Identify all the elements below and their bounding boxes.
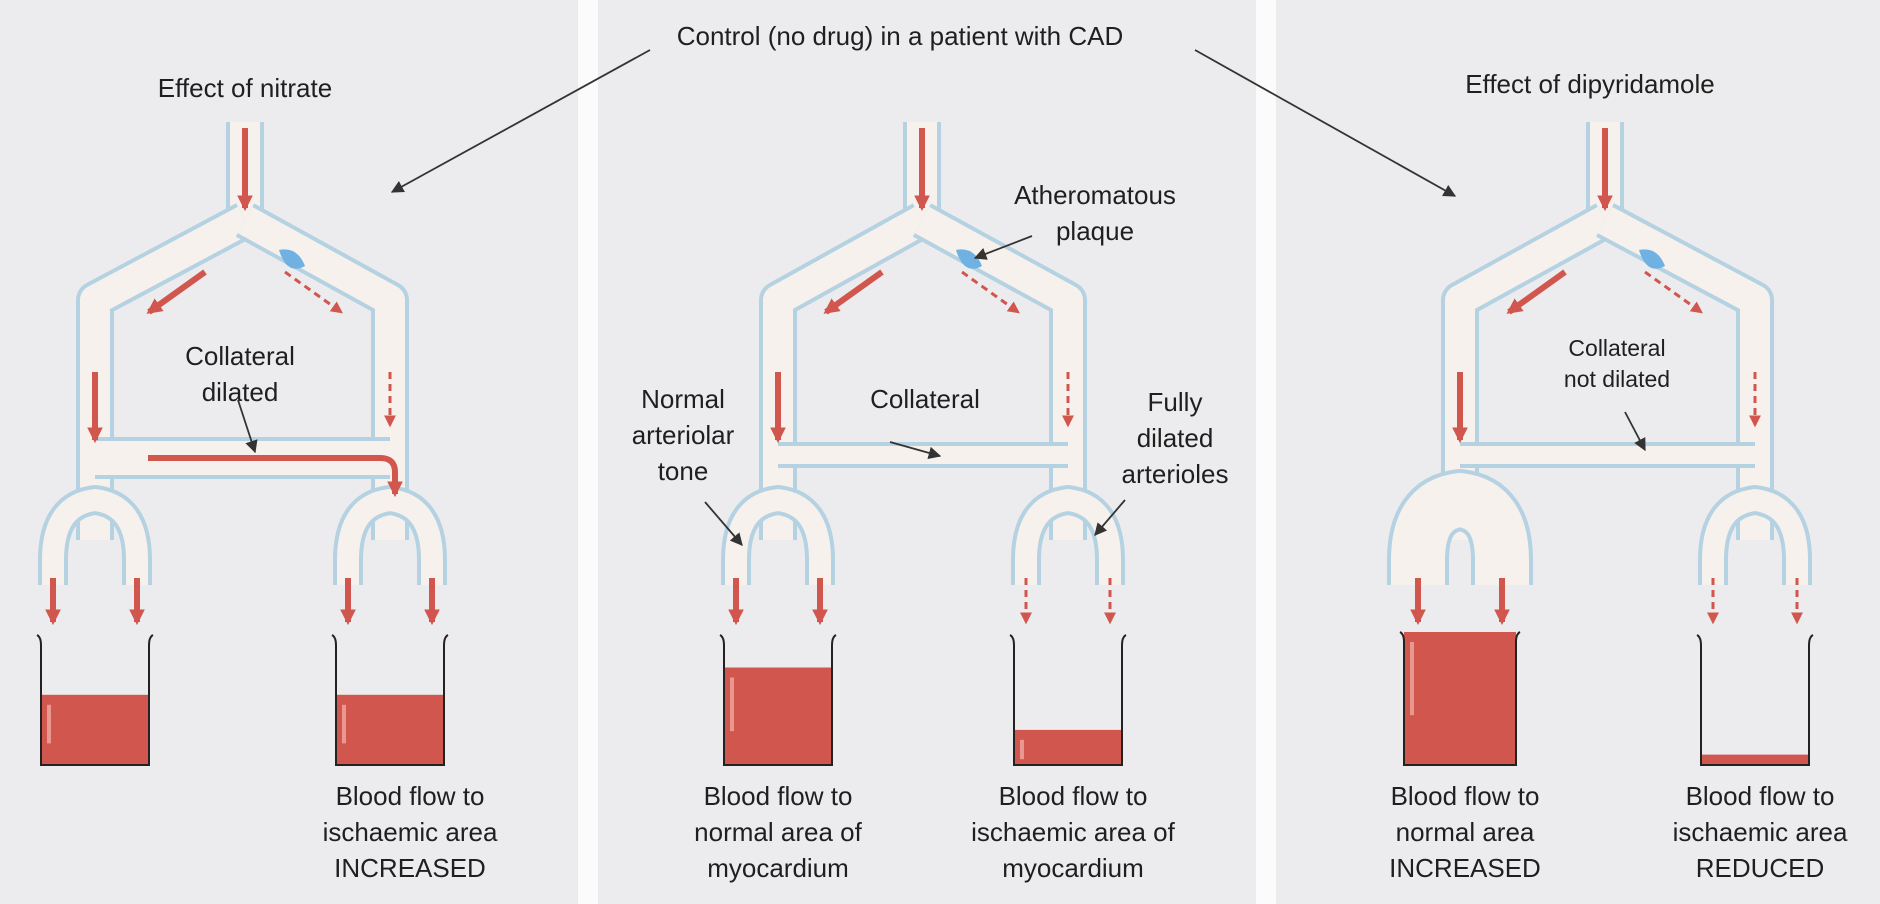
collateral-not-dilated-pointer xyxy=(1624,411,1646,452)
nitrate-left-beaker-highlight xyxy=(47,704,51,744)
heading-dipyridamole: Effect of dipyridamole xyxy=(1465,69,1715,99)
title-arrow-left xyxy=(390,49,651,193)
nitrate-right-fork-lumen xyxy=(337,489,443,585)
control-left-beaker-glass xyxy=(719,634,837,766)
normal-tone-pointer xyxy=(704,501,743,546)
control-plaque xyxy=(956,249,982,269)
dipyridamole-right-fork-lumen xyxy=(1702,489,1808,585)
collateral-label: Collateral xyxy=(870,384,980,414)
nitrate-left-beaker-fluid xyxy=(41,694,149,765)
caption-dipyridamole-ischaemic: Blood flow to ischaemic area REDUCED xyxy=(1672,781,1848,883)
nitrate-right-beaker-glass xyxy=(331,634,449,766)
caption-control-ischaemic: Blood flow to ischaemic area of myocardi… xyxy=(971,781,1175,883)
control-right-beaker-highlight xyxy=(1020,739,1024,760)
main-title: Control (no drug) in a patient with CAD xyxy=(676,21,1124,51)
dipyridamole-left-beaker-glass xyxy=(1399,631,1521,766)
normal-tone-label: Normal arteriolar tone xyxy=(631,384,735,486)
dilated-arterioles-label: Fully dilated arterioles xyxy=(1121,387,1229,489)
dipyridamole-left-beaker-fluid xyxy=(1404,632,1516,765)
caption-control-normal: Blood flow to normal area of myocardium xyxy=(694,781,862,883)
caption-nitrate-ischaemic: Blood flow to ischaemic area INCREASED xyxy=(322,781,498,883)
nitrate-left-beaker-glass xyxy=(36,634,154,766)
nitrate-plaque xyxy=(279,249,305,269)
control-right-beaker-glass xyxy=(1009,634,1127,766)
nitrate-right-beaker-fluid xyxy=(336,694,444,765)
control-right-beaker-fluid xyxy=(1014,729,1122,765)
nitrate-left-branch-arrow xyxy=(146,269,207,315)
plaque-label: Atheromatous plaque xyxy=(1014,180,1176,246)
dipyridamole-right-beaker-glass xyxy=(1696,634,1814,766)
collateral-not-dilated-label: Collateral not dilated xyxy=(1563,335,1671,392)
caption-dipyridamole-normal: Blood flow to normal area INCREASED xyxy=(1389,781,1541,883)
heading-nitrate: Effect of nitrate xyxy=(157,73,333,103)
title-arrow-right xyxy=(1194,49,1457,197)
nitrate-left-fork-lumen xyxy=(42,489,148,585)
dipyridamole-left-branch-arrow xyxy=(1506,269,1567,315)
control-left-branch-arrow xyxy=(823,269,884,315)
plaque-pointer xyxy=(973,235,1033,260)
dipyridamole-left-beaker-highlight xyxy=(1410,642,1414,716)
nitrate-right-beaker-highlight xyxy=(342,704,346,744)
dipyridamole-left-fork-lumen xyxy=(1391,473,1529,587)
collateral-pointer xyxy=(889,441,942,460)
nitrate-collateral-flow-arrow xyxy=(148,455,403,498)
dilated-arterioles-pointer xyxy=(1094,499,1126,536)
collateral-dilated-label: Collateral dilated xyxy=(185,341,295,407)
control-left-beaker-fluid xyxy=(724,667,832,765)
dipyridamole-plaque xyxy=(1639,249,1665,269)
control-left-beaker-highlight xyxy=(730,677,734,732)
collateral-dilated-pointer xyxy=(237,399,258,454)
dipyridamole-right-beaker-fluid xyxy=(1701,754,1809,765)
control-right-fork-lumen xyxy=(1015,489,1121,585)
